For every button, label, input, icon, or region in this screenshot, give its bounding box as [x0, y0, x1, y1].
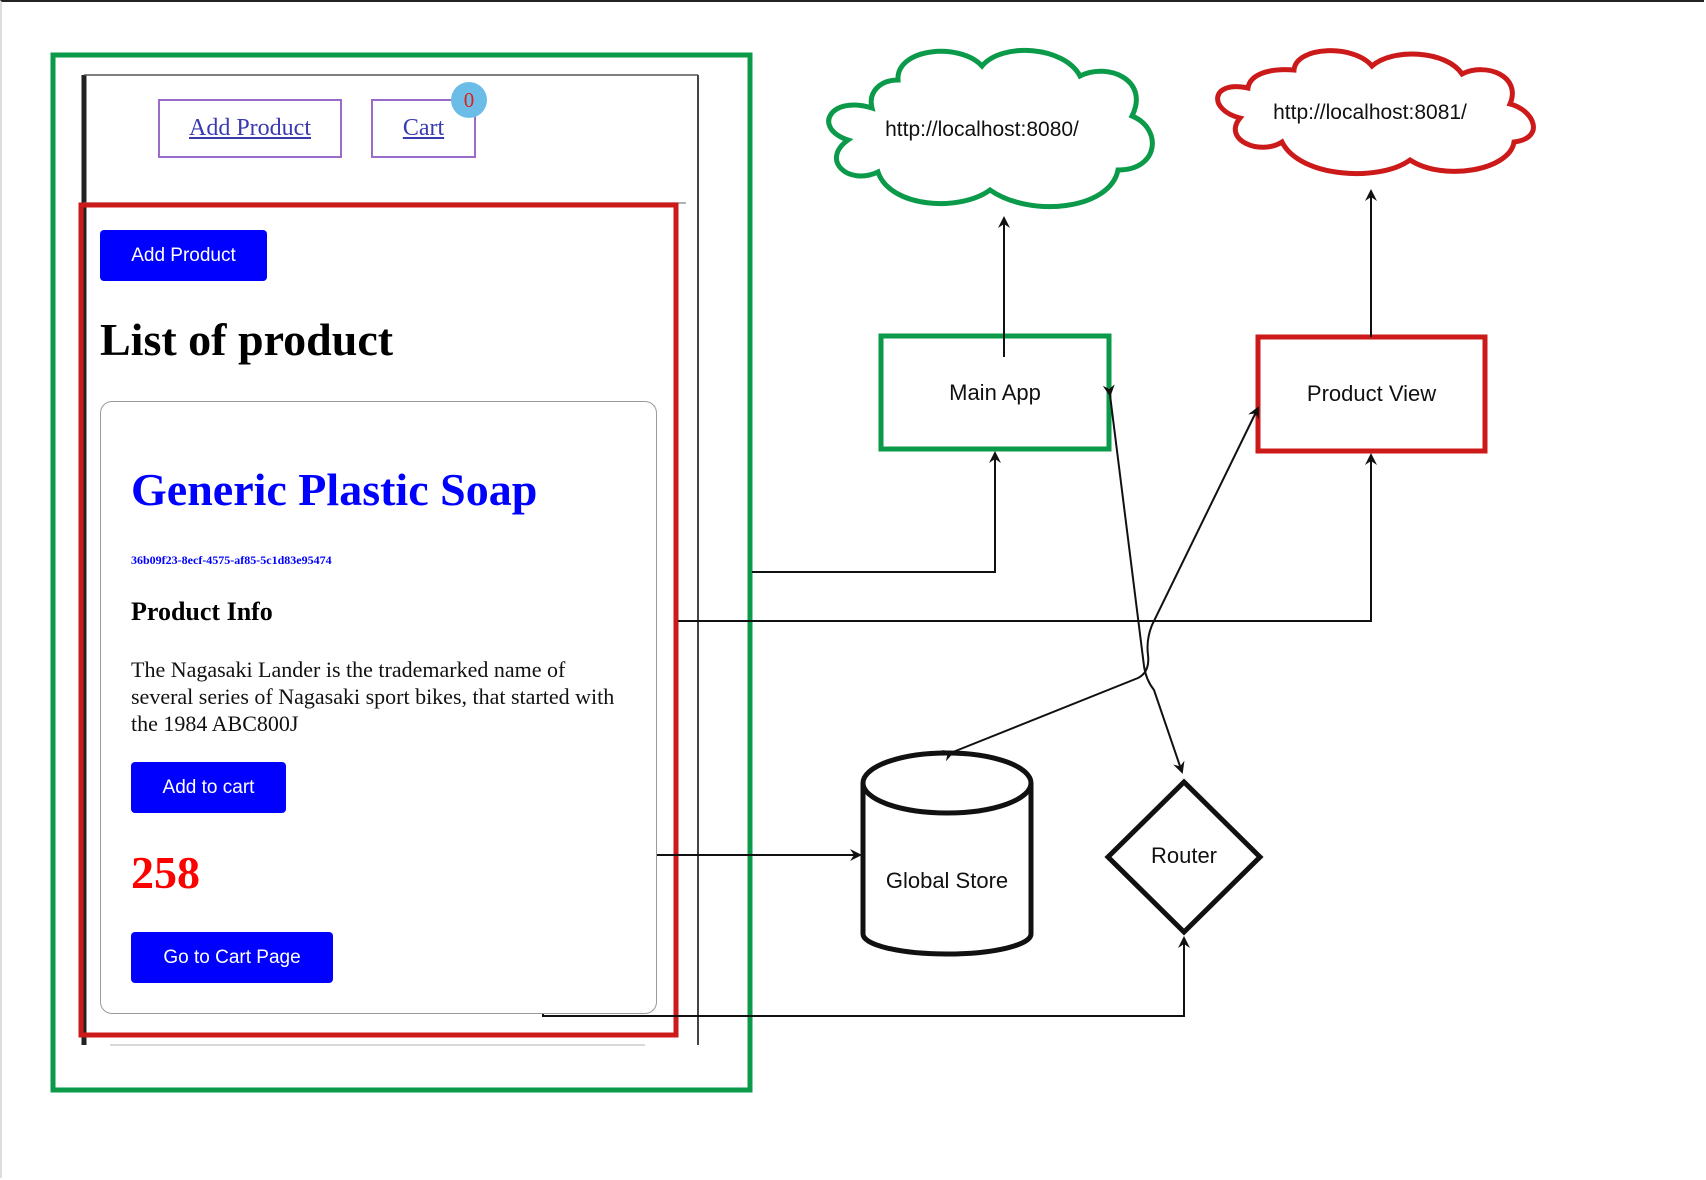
add-product-button[interactable]: Add Product	[100, 230, 267, 281]
router-label: Router	[1150, 843, 1218, 868]
main-app-url-label: http://localhost:8080/	[885, 118, 1079, 141]
product-id[interactable]: 36b09f23-8ecf-4575-af85-5c1d83e95474	[131, 553, 332, 567]
product-name[interactable]: Generic Plastic Soap	[131, 464, 538, 515]
product-price: 258	[131, 847, 200, 898]
product-description: The Nagasaki Lander is the trademarked n…	[131, 657, 615, 736]
product-view-label: Product View	[1306, 381, 1437, 406]
main-app-label: Main App	[949, 380, 1041, 405]
product-view-url-label: http://localhost:8081/	[1273, 101, 1467, 124]
cart-count-badge: 0	[451, 82, 487, 118]
product-card	[100, 401, 657, 1014]
product-info-heading: Product Info	[131, 597, 273, 626]
nav-add-product-link[interactable]: Add Product	[158, 99, 342, 158]
go-to-cart-button[interactable]: Go to Cart Page	[131, 932, 333, 983]
global-store-label: Global Store	[885, 868, 1009, 893]
add-to-cart-button[interactable]: Add to cart	[131, 762, 286, 813]
page-title: List of product	[100, 314, 394, 365]
